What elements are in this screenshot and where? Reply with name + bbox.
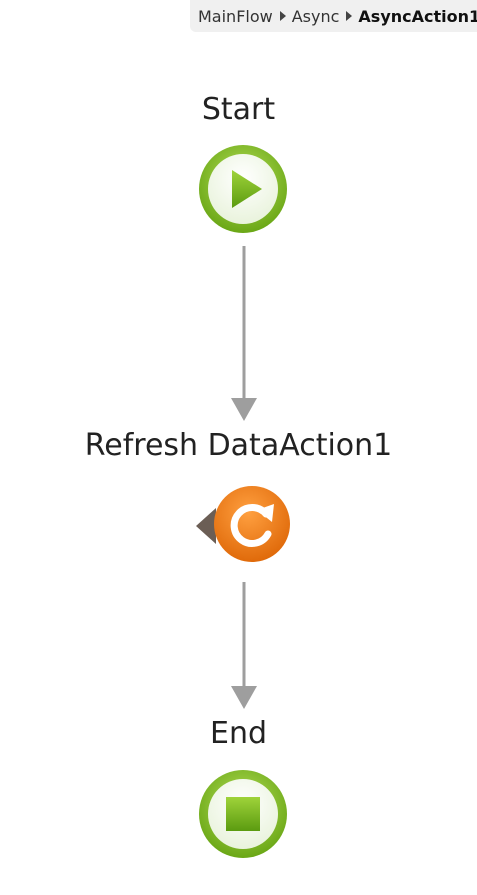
refresh-node-label: Refresh DataAction1 [84, 428, 393, 463]
arrowhead-icon [231, 398, 257, 421]
breadcrumb-item-current: AsyncAction1 [358, 6, 477, 26]
connector-refresh-to-end[interactable] [231, 582, 257, 709]
connector-start-to-refresh[interactable] [231, 246, 257, 421]
breadcrumb-item-mainflow[interactable]: MainFlow [198, 6, 273, 26]
refresh-data-node[interactable] [194, 486, 294, 566]
refresh-icon [230, 504, 274, 547]
start-node[interactable] [196, 142, 290, 236]
chevron-right-icon [346, 11, 353, 21]
play-icon [232, 170, 262, 208]
arrowhead-icon [231, 686, 257, 709]
breadcrumb: MainFlow Async AsyncAction1 [190, 0, 477, 32]
chevron-right-icon [279, 11, 286, 21]
stop-icon [226, 797, 260, 831]
start-node-label: Start [201, 92, 276, 127]
breadcrumb-item-async[interactable]: Async [291, 6, 340, 26]
end-node-label: End [209, 716, 267, 751]
end-node[interactable] [196, 767, 290, 861]
